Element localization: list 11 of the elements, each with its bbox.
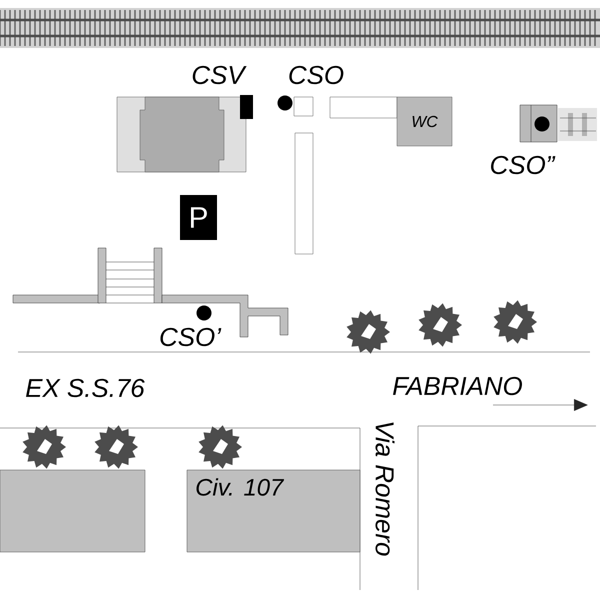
parking-sign: P: [180, 195, 217, 240]
map-label: CSO: [289, 66, 344, 84]
map-label: CSV: [192, 66, 247, 84]
node-label: Civ. 107: [196, 478, 284, 496]
wc-box: WC: [396, 96, 452, 146]
map-label: CSO”: [491, 156, 556, 174]
map-label: FABRIANO: [393, 376, 522, 396]
map-label: CSO’: [160, 328, 222, 346]
building: [0, 470, 146, 552]
building: [186, 470, 360, 552]
map-label: EX S.S.76: [26, 378, 145, 398]
